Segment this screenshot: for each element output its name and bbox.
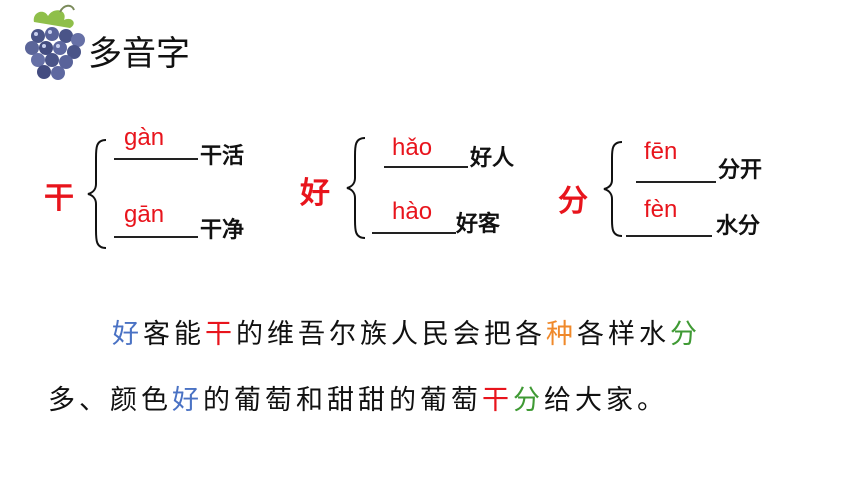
pinyin: hào [392,198,433,225]
colored-char: 好 [172,385,203,416]
paragraph-line-1: 好客能干的维吾尔族人民会把各种各样水分 [112,312,701,351]
polyphone-char: 分 [558,184,588,219]
word: 水分 [716,214,761,239]
text-segment: 的葡萄和甜甜的葡萄 [203,385,482,416]
word: 好客 [456,212,501,237]
blank-line [636,181,716,183]
blank-line [114,158,198,160]
brace-icon [603,141,623,237]
blank-line [384,166,468,168]
text-segment: 给大家。 [544,385,668,416]
polyphone-char: 干 [44,181,74,216]
pinyin: fèn [644,196,678,223]
pinyin: hǎo [392,134,433,161]
text-segment: 各样水 [577,319,670,350]
blank-line [626,235,712,237]
colored-char: 好 [112,319,143,350]
blank-line [372,232,456,234]
colored-char: 干 [205,319,236,350]
word: 分开 [718,158,763,183]
brace-icon [346,137,366,239]
pinyin: fēn [644,138,678,165]
pinyin: gàn [124,124,165,151]
text-segment: 客能 [143,319,205,350]
text-segment: 的维吾尔族人民会把各 [236,319,546,350]
colored-char: 种 [546,319,577,350]
grapes-icon [25,4,85,80]
word: 好人 [470,146,515,171]
colored-char: 干 [482,385,513,416]
text-segment: 多、颜色 [48,385,172,416]
word: 干活 [200,144,245,169]
brace-icon [87,139,107,249]
blank-line [114,236,198,238]
colored-char: 分 [513,385,544,416]
polyphone-char: 好 [300,176,330,211]
paragraph-line-2: 多、颜色好的葡萄和甜甜的葡萄干分给大家。 [48,378,668,417]
word: 干净 [200,218,245,243]
colored-char: 分 [670,319,701,350]
page-title: 多音字 [88,34,190,74]
pinyin: gān [124,201,165,228]
